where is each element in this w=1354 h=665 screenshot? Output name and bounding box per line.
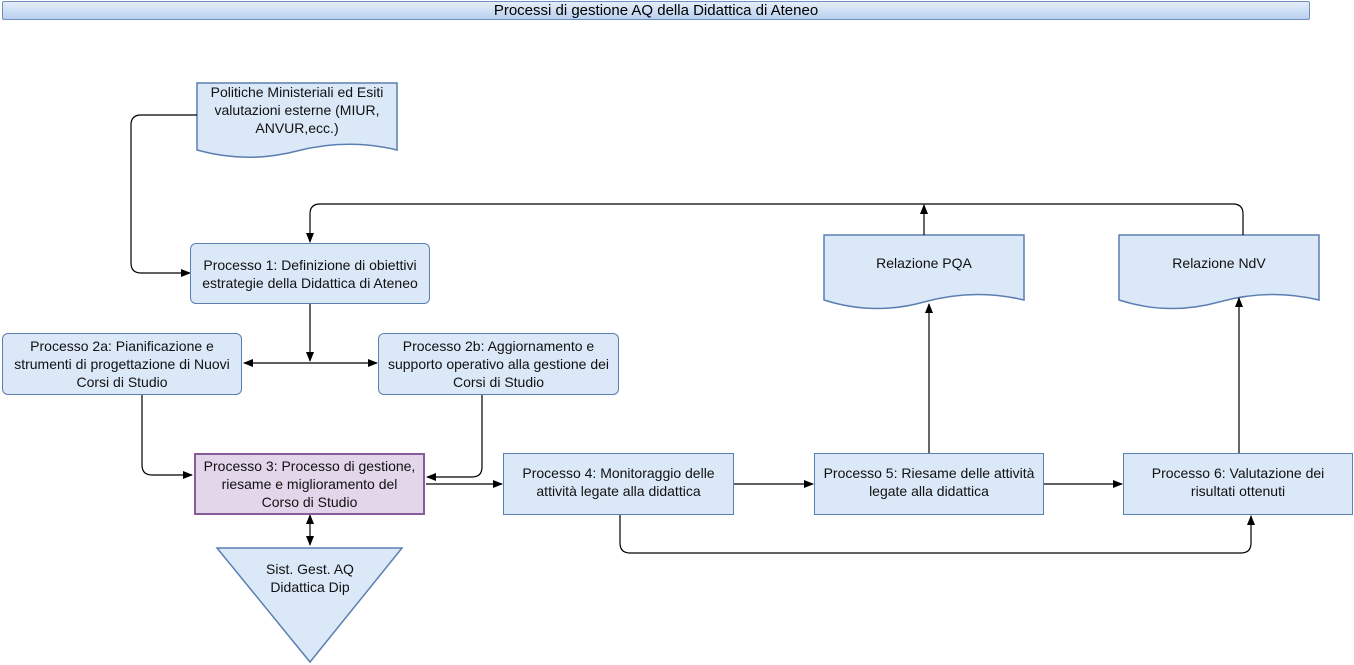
- connector-politiche-p1: [130, 114, 197, 277]
- document-shape-politiche: [196, 82, 398, 158]
- process-2a-label: Processo 2a: Pianificazione e strumenti …: [14, 338, 230, 390]
- process-2b-box: Processo 2b: Aggiornamento e supporto op…: [378, 333, 619, 395]
- document-shape-pqa: [823, 234, 1025, 310]
- process-3-label: Processo 3: Processo di gestione, riesam…: [203, 458, 416, 510]
- relazione-pqa-label: Relazione PQA: [876, 255, 972, 271]
- connector-p4-p6: [619, 515, 1255, 554]
- connector-p2b-p3: [426, 395, 483, 481]
- process-5-box: Processo 5: Riesame delle attività legat…: [814, 453, 1044, 515]
- document-shape-ndv: [1118, 234, 1320, 310]
- connector-feedback-p1: [306, 203, 1244, 243]
- process-3-box: Processo 3: Processo di gestione, riesam…: [194, 453, 425, 515]
- politiche-label: Politiche Ministeriali ed Esiti valutazi…: [210, 84, 384, 136]
- process-2a-box: Processo 2a: Pianificazione e strumenti …: [2, 333, 242, 395]
- triangle-shape-sist: [215, 547, 404, 664]
- relazione-ndv-label: Relazione NdV: [1172, 255, 1266, 271]
- diagram-title: Processi di gestione AQ della Didattica …: [2, 1, 1310, 20]
- connector-p2a-p3: [141, 395, 193, 479]
- process-5-label: Processo 5: Riesame delle attività legat…: [823, 465, 1035, 499]
- process-2b-label: Processo 2b: Aggiornamento e supporto op…: [387, 338, 610, 390]
- process-6-box: Processo 6: Valutazione dei risultati ot…: [1123, 453, 1353, 515]
- process-4-label: Processo 4: Monitoraggio delle attività …: [522, 465, 715, 499]
- process-4-box: Processo 4: Monitoraggio delle attività …: [503, 453, 734, 515]
- process-1-box: Processo 1: Definizione di obiettivi est…: [190, 243, 430, 304]
- process-6-label: Processo 6: Valutazione dei risultati ot…: [1151, 465, 1325, 499]
- sist-gest-label: Sist. Gest. AQ Didattica Dip: [266, 561, 354, 595]
- process-1-label: Processo 1: Definizione di obiettivi est…: [202, 256, 418, 291]
